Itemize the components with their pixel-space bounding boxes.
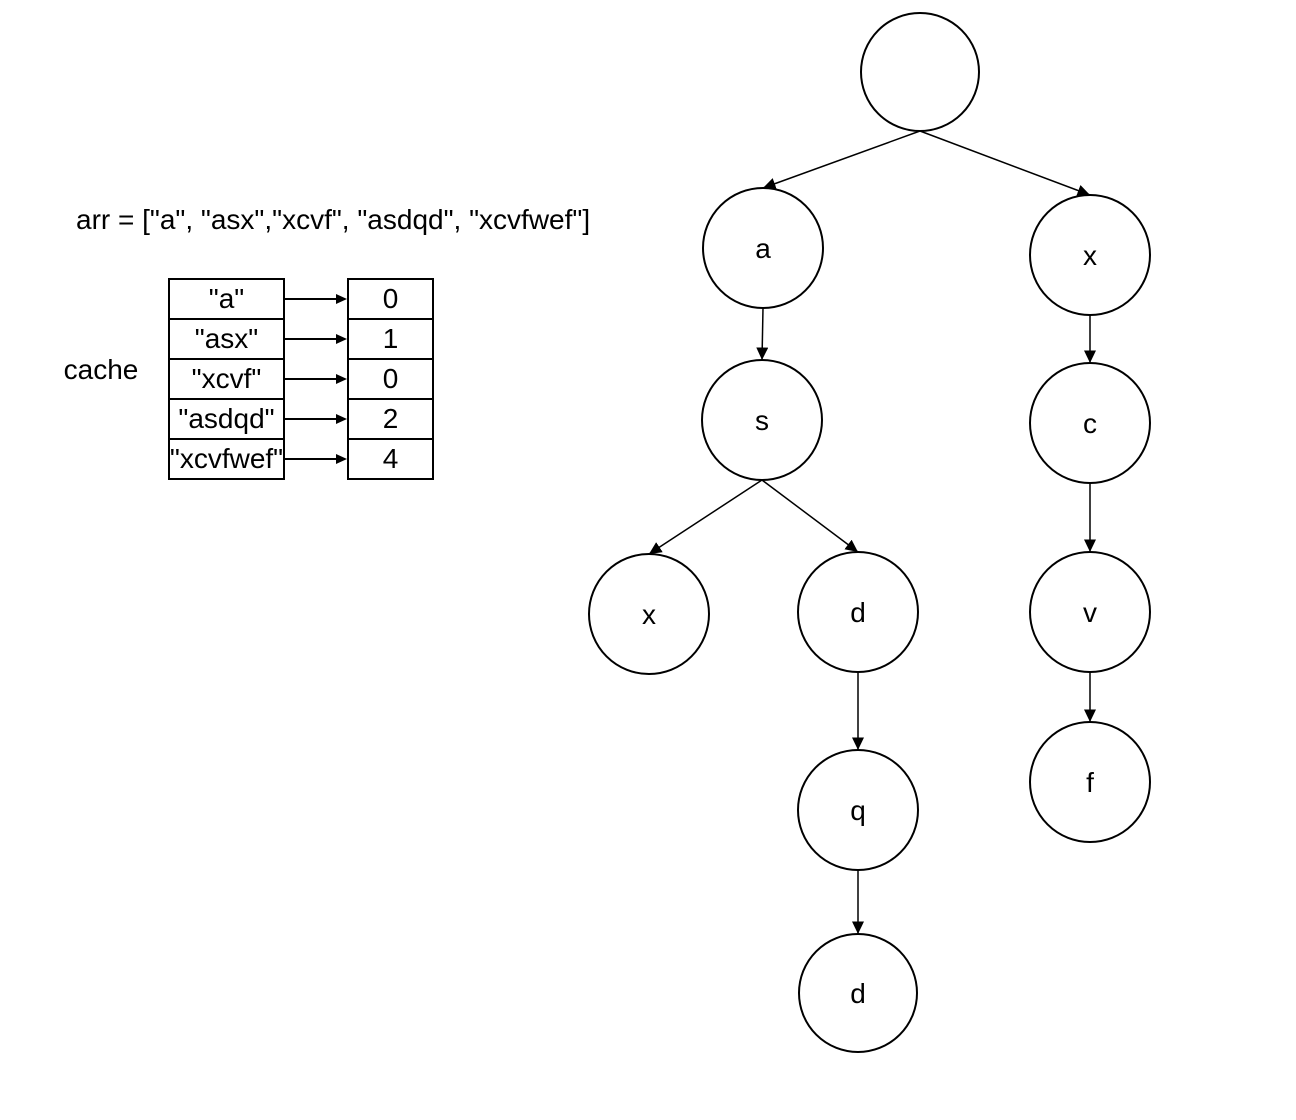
cache-entry-row: "asx" 1 [168,318,434,360]
tree-node-s: s [701,359,823,481]
tree-node-root [860,12,980,132]
tree-node-c: c [1029,362,1151,484]
map-arrow-icon [285,358,347,400]
arrow-line [285,378,337,380]
tree-node-label: f [1086,767,1094,798]
arrow-head [336,454,347,464]
cache-entry-row: "xcvfwef" 4 [168,438,434,480]
tree-node-label: d [850,597,866,628]
tree-node-circle [797,551,919,673]
cache-entry-row: "a" 0 [168,278,434,320]
cache-value-cell: 2 [347,398,434,440]
map-arrow-icon [285,438,347,480]
cache-key-cell: "a" [168,278,285,320]
tree-node-a: a [702,187,824,309]
arrow-line [285,418,337,420]
tree-node-d2: d [798,933,918,1053]
tree-node-x2: x [588,553,710,675]
arrow-head [336,294,347,304]
cache-entry-row: "asdqd" 2 [168,398,434,440]
tree-node-circle [588,553,710,675]
tree-node-circle [798,933,918,1053]
arrow-head [336,374,347,384]
tree-node-circle [701,359,823,481]
cache-key-cell: "xcvf" [168,358,285,400]
tree-node-label: q [850,795,866,826]
cache-key-cell: "xcvfwef" [168,438,285,480]
arrow-line [285,298,337,300]
cache-key-cell: "asdqd" [168,398,285,440]
arrow-head [336,334,347,344]
tree-node-circle [1029,551,1151,673]
map-arrow-icon [285,318,347,360]
tree-node-circle [1029,362,1151,484]
tree-node-x1: x [1029,194,1151,316]
tree-edge-s-d1 [761,479,859,553]
tree-edge-root-a [762,130,921,190]
tree-node-circle [797,749,919,871]
tree-edge-s-x2 [648,479,763,555]
tree-node-label: d [850,978,866,1009]
cache-entry-row: "xcvf" 0 [168,358,434,400]
array-declaration-text: arr = ["a", "asx","xcvf", "asdqd", "xcvf… [76,204,591,235]
tree-node-label: c [1083,408,1097,439]
tree-node-d1: d [797,551,919,673]
tree-node-q: q [797,749,919,871]
tree-node-label: a [755,233,771,264]
cache-value-cell: 1 [347,318,434,360]
tree-node-f: f [1029,721,1151,843]
tree-node-circle [702,187,824,309]
tree-node-label: s [755,405,769,436]
tree-edge-a-s [756,307,769,361]
map-arrow-icon [285,278,347,320]
arrow-head [336,414,347,424]
arrow-line [285,458,337,460]
cache-label: cache [63,354,139,385]
tree-node-v: v [1029,551,1151,673]
tree-node-label: x [642,599,656,630]
cache-key-cell: "asx" [168,318,285,360]
tree-node-label: v [1083,597,1097,628]
cache-table: "a" 0 "asx" 1 "xcvf" 0 "asdqd" 2 "xcvfwe… [168,278,434,480]
tree-node-circle [1029,721,1151,843]
tree-node-circle [860,12,980,132]
tree-edge-root-x1 [919,130,1091,197]
cache-value-cell: 4 [347,438,434,480]
arrow-line [285,338,337,340]
tree-node-label: x [1083,240,1097,271]
map-arrow-icon [285,398,347,440]
tree-node-circle [1029,194,1151,316]
cache-value-cell: 0 [347,278,434,320]
